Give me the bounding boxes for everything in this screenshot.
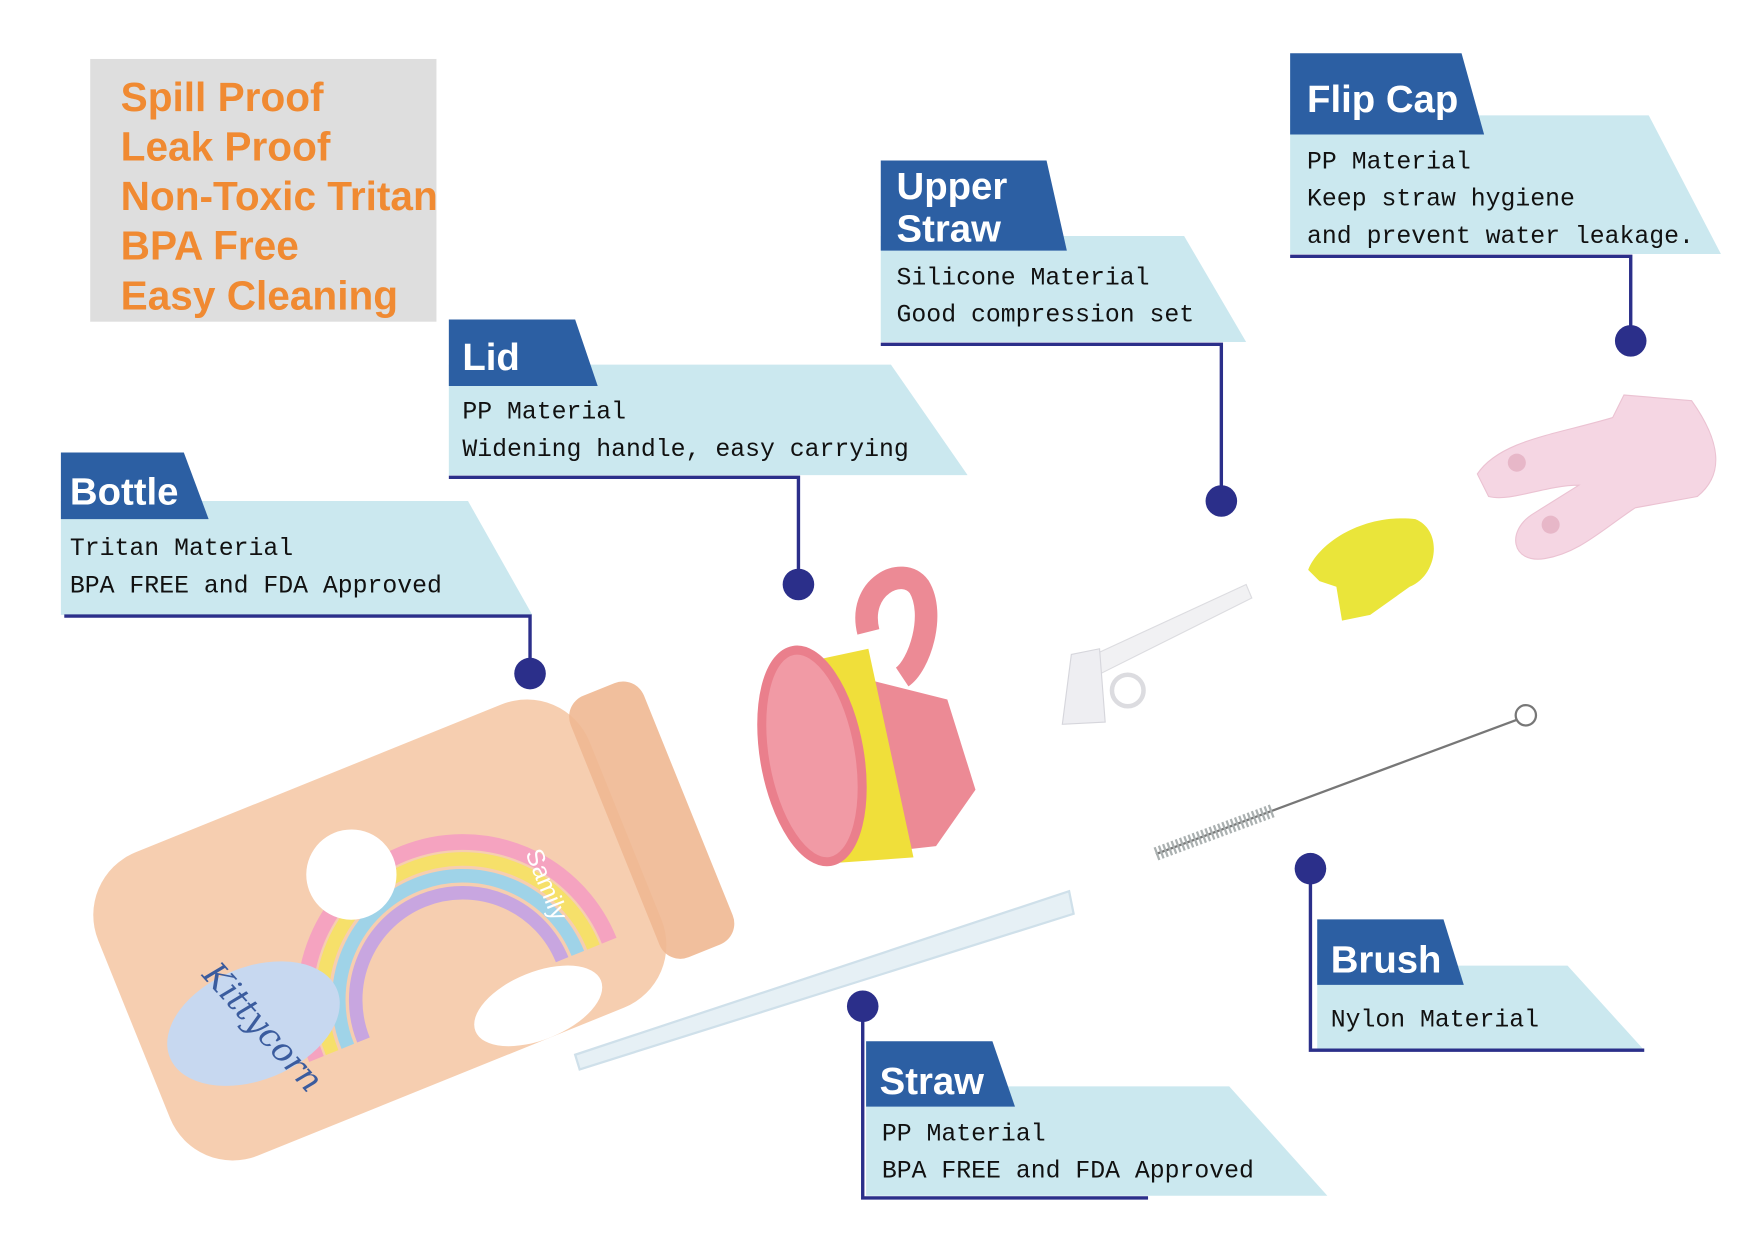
callout-title: Lid [462,336,519,379]
callout-title: Brush [1331,938,1442,981]
callout-flip-cap: Flip Cap PP Material Keep straw hygiene … [1290,53,1721,357]
feature-item: BPA Free [121,223,299,269]
callout-line: Keep straw hygiene [1307,186,1575,214]
bottle-image: Kittycorn Samily [93,681,735,1161]
feature-item: Non-Toxic Tritan [121,173,438,219]
leader-dot [1294,852,1327,885]
lid-image [757,566,976,867]
silicone-valve-image [1308,518,1434,621]
feature-item: Spill Proof [121,74,324,120]
features-box: Spill Proof Leak Proof Non-Toxic Tritan … [90,58,438,322]
callout-line: Widening handle, easy carrying [462,436,908,464]
flip-cap-image [1476,394,1717,560]
callout-line: Nylon Material [1331,1007,1539,1035]
callout-title: Straw [880,1060,985,1103]
callout-brush: Brush Nylon Material [1294,852,1645,1052]
upper-straw-image [1061,583,1253,725]
callout-line: BPA FREE and FDA Approved [882,1158,1254,1186]
callout-line: Good compression set [897,302,1195,330]
callout-bottle: Bottle Tritan Material BPA FREE and FDA … [60,452,546,690]
callout-line: and prevent water leakage. [1307,223,1694,251]
leader-dot [782,568,815,601]
callout-straw: Straw PP Material BPA FREE and FDA Appro… [846,990,1328,1200]
callout-line: PP Material [462,399,626,427]
straw-image [573,889,1075,1071]
callout-upper-straw: Upper Straw Silicone Material Good compr… [880,160,1247,517]
leader-dot [846,990,879,1023]
feature-item: Leak Proof [121,123,331,169]
leader-dot [1205,485,1238,517]
callout-line: Tritan Material [70,535,293,563]
callout-line: PP Material [1307,148,1471,176]
callout-title: Straw [897,208,1002,251]
callout-line: Silicone Material [897,264,1150,292]
callout-line: PP Material [882,1120,1046,1148]
callout-line: BPA FREE and FDA Approved [70,572,442,600]
callout-title: Upper [897,165,1008,208]
callout-title: Flip Cap [1307,78,1458,121]
callout-lid: Lid PP Material Widening handle, easy ca… [448,319,968,601]
callout-title: Bottle [70,470,179,513]
brush-image [1153,704,1538,861]
leader-dot [514,657,546,690]
leader-dot [1614,325,1647,357]
feature-item: Easy Cleaning [121,272,398,318]
